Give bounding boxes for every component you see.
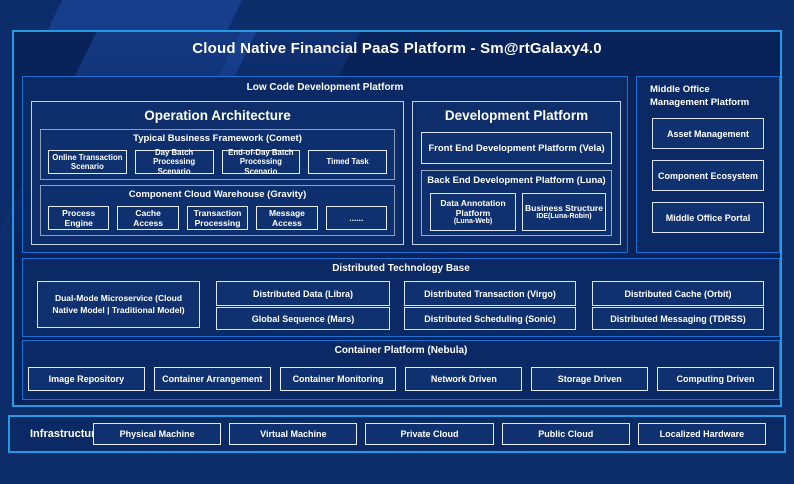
network-driven-box: Network Driven [405,367,523,391]
box-title: Typical Business Framework (Comet) [133,133,302,144]
infrastructure-section: Infrastructure Physical Machine Virtual … [8,415,786,453]
private-cloud-box: Private Cloud [365,423,494,445]
front-end-development-platform-box: Front End Development Platform (Vela) [421,132,612,164]
typical-business-framework-box: Typical Business Framework (Comet) Onlin… [40,129,395,180]
distributed-messaging-box: Distributed Messaging (TDRSS) [592,307,764,330]
distributed-cache-box: Distributed Cache (Orbit) [592,281,764,306]
ccw-item: Process Engine [48,206,110,230]
box-label: Data Annotation Platform [440,197,506,218]
dual-mode-microservice-box: Dual-Mode Microservice (Cloud Native Mod… [37,281,200,328]
distributed-scheduling-box: Distributed Scheduling (Sonic) [404,307,576,330]
back-end-development-platform-box: Back End Development Platform (Luna) Dat… [421,170,612,236]
tbf-item: Timed Task [308,150,387,174]
section-title: Container Platform (Nebula) [334,345,468,356]
ccw-item: Transaction Processing [186,206,249,230]
section-title: Middle Office Management Platform [650,84,750,108]
box-title: Component Cloud Warehouse (Gravity) [128,189,307,200]
data-annotation-platform-box: Data Annotation Platform (Luna-Web) [430,193,516,231]
section-title: Infrastructure [30,428,102,440]
container-monitoring-box: Container Monitoring [279,367,397,391]
section-title: Low Code Development Platform [246,82,404,93]
localized-hardware-box: Localized Hardware [637,423,767,445]
container-platform-row: Image Repository Container Arrangement C… [28,367,774,391]
image-repository-box: Image Repository [28,367,145,391]
development-platform-box: Development Platform Front End Developme… [412,101,621,245]
middle-office-portal-box: Middle Office Portal [652,202,764,233]
box-sublabel: IDE(Luna-Robin) [536,212,592,220]
box-title: Back End Development Platform (Luna) [427,175,606,186]
tbf-item: End-of-Day Batch Processing Scenario [221,148,301,176]
box-title: Development Platform [444,108,589,123]
asset-management-box: Asset Management [652,118,764,149]
global-sequence-box: Global Sequence (Mars) [216,307,390,330]
distributed-transaction-box: Distributed Transaction (Virgo) [404,281,576,306]
distributed-data-box: Distributed Data (Libra) [216,281,390,306]
box-label: Business Structure [525,202,603,213]
main-panel: Cloud Native Financial PaaS Platform - S… [0,30,782,407]
box-sublabel: (Luna-Web) [453,217,493,225]
middle-office-management-platform-section: Middle Office Management Platform Asset … [636,76,780,253]
distributed-technology-base-section: Distributed Technology Base Dual-Mode Mi… [22,258,780,337]
background-streak [47,0,243,30]
physical-machine-box: Physical Machine [93,423,222,445]
business-structure-ide-box: Business Structure IDE(Luna-Robin) [522,193,606,231]
infrastructure-row: Physical Machine Virtual Machine Private… [93,423,767,445]
component-ecosystem-box: Component Ecosystem [652,160,764,191]
operation-architecture-box: Operation Architecture Typical Business … [31,101,404,245]
ccw-items-row: Process Engine Cache Access Transaction … [48,206,388,230]
box-title: Operation Architecture [144,108,291,123]
virtual-machine-box: Virtual Machine [229,423,358,445]
low-code-development-platform-section: Low Code Development Platform Operation … [22,76,628,253]
tbf-items-row: Online Transaction Scenario Day Batch Pr… [48,148,387,176]
computing-driven-box: Computing Driven [657,367,774,391]
public-cloud-box: Public Cloud [501,423,630,445]
page-title: Cloud Native Financial PaaS Platform - S… [192,40,602,57]
container-arrangement-box: Container Arrangement [153,367,271,391]
component-cloud-warehouse-box: Component Cloud Warehouse (Gravity) Proc… [40,185,395,236]
section-title: Distributed Technology Base [332,263,470,274]
ccw-item: ...... [325,206,388,230]
tbf-item: Online Transaction Scenario [48,150,127,174]
ccw-item: Cache Access [117,206,179,230]
tbf-item: Day Batch Processing Scenario [134,148,214,176]
container-platform-section: Container Platform (Nebula) Image Reposi… [22,340,780,400]
storage-driven-box: Storage Driven [531,367,649,391]
ccw-item: Message Access [256,206,318,230]
